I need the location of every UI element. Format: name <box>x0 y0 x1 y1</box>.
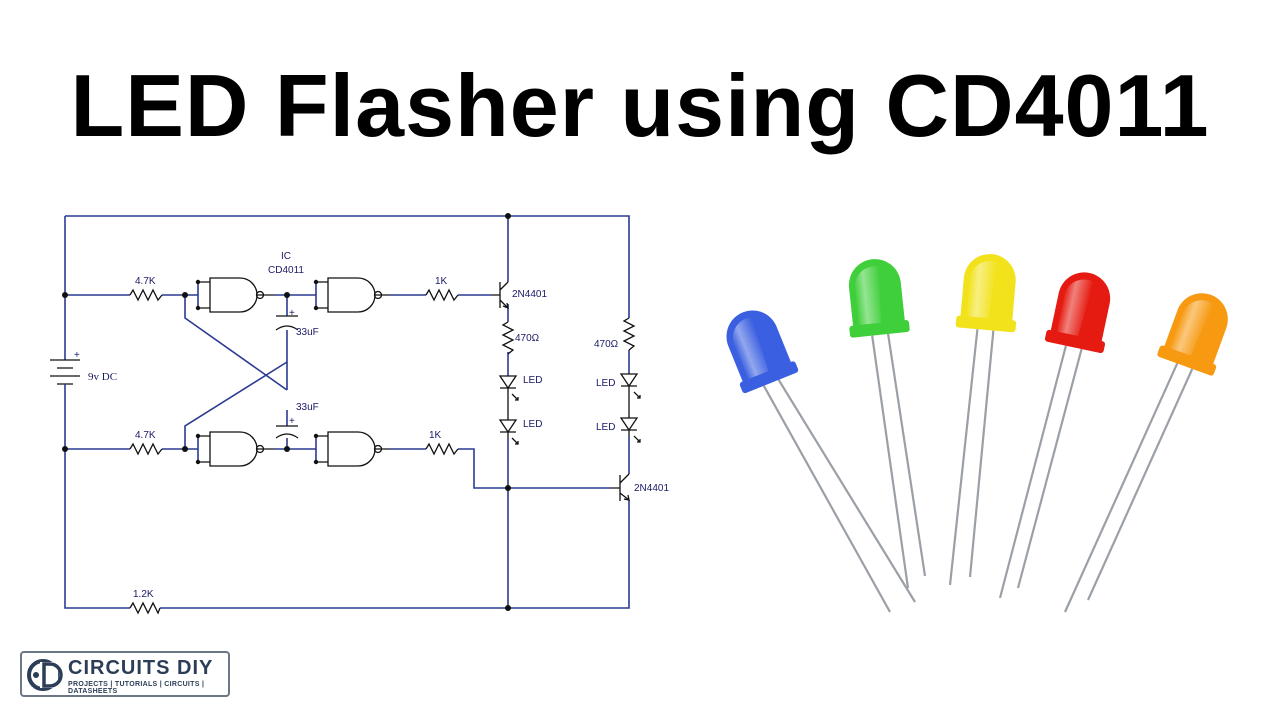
led-rim <box>1044 329 1106 354</box>
led-leg <box>1063 363 1179 613</box>
led-rim <box>955 315 1017 333</box>
led-leg <box>1086 368 1194 601</box>
logo: CIRCUITS DIY PROJECTS | TUTORIALS | CIRC… <box>20 651 230 697</box>
led-label: LED <box>523 375 542 386</box>
led-rim <box>739 361 799 394</box>
nand-gates <box>198 277 390 467</box>
transistors <box>492 281 630 501</box>
led-leg <box>887 333 927 577</box>
ic-label: IC <box>281 251 291 262</box>
resistor-bottom-left-label: 4.7K <box>135 430 156 441</box>
resistor-bottom-rail-label: 1.2K <box>133 589 154 600</box>
led-highlight <box>966 261 998 319</box>
battery <box>50 359 80 388</box>
led-blue <box>726 310 916 613</box>
led-highlight <box>1170 300 1214 356</box>
led-leg <box>777 379 916 603</box>
resistor-top-base-label: 1K <box>435 276 448 287</box>
capacitor-bottom-label: 33uF <box>296 402 319 413</box>
capacitor-bottom-plus: + <box>289 416 295 427</box>
led-yellow <box>948 254 1017 586</box>
ic-part-label: CD4011 <box>268 265 304 276</box>
resistors <box>129 288 636 615</box>
led-leg <box>968 330 995 578</box>
led-symbols <box>498 373 641 445</box>
led-label: LED <box>523 419 542 430</box>
led-leg <box>948 329 979 586</box>
led-leg <box>762 385 891 613</box>
led-leg <box>1016 348 1083 589</box>
transistor-bottom-label: 2N4401 <box>634 483 669 494</box>
resistor-top-left-label: 4.7K <box>135 276 156 287</box>
led-orange <box>1063 293 1228 613</box>
junction-dots <box>62 213 511 611</box>
circuit-schematic: IC CD4011 4.7K 4.7K 1K 1K 1.2K 33uF 33uF… <box>50 213 669 615</box>
led-highlight <box>855 266 881 325</box>
led-highlight <box>732 317 769 380</box>
led-rim <box>1157 345 1217 376</box>
transistor-top-label: 2N4401 <box>512 289 547 300</box>
led-highlight <box>1056 279 1094 337</box>
led-leg <box>871 335 910 589</box>
logo-name: CIRCUITS DIY <box>68 657 214 679</box>
led-leg <box>998 345 1068 599</box>
wires <box>64 215 630 609</box>
resistor-led-right-label: 470Ω <box>594 339 619 350</box>
circuits-diy-logo-icon <box>27 659 63 691</box>
resistor-bottom-base-label: 1K <box>429 430 442 441</box>
resistor-led-left-label: 470Ω <box>515 333 540 344</box>
led-green <box>848 259 927 589</box>
capacitor-top-label: 33uF <box>296 327 319 338</box>
led-label: LED <box>596 422 615 433</box>
logo-tagline: PROJECTS | TUTORIALS | CIRCUITS | DATASH… <box>68 681 205 695</box>
capacitors <box>275 315 299 439</box>
battery-plus: + <box>74 350 80 361</box>
led-label: LED <box>596 378 615 389</box>
led-red <box>998 272 1111 599</box>
battery-label: 9v DC <box>88 371 117 383</box>
capacitor-top-plus: + <box>289 308 295 319</box>
led-rim <box>849 320 910 338</box>
page-title: LED Flasher using CD4011 <box>70 56 1210 155</box>
